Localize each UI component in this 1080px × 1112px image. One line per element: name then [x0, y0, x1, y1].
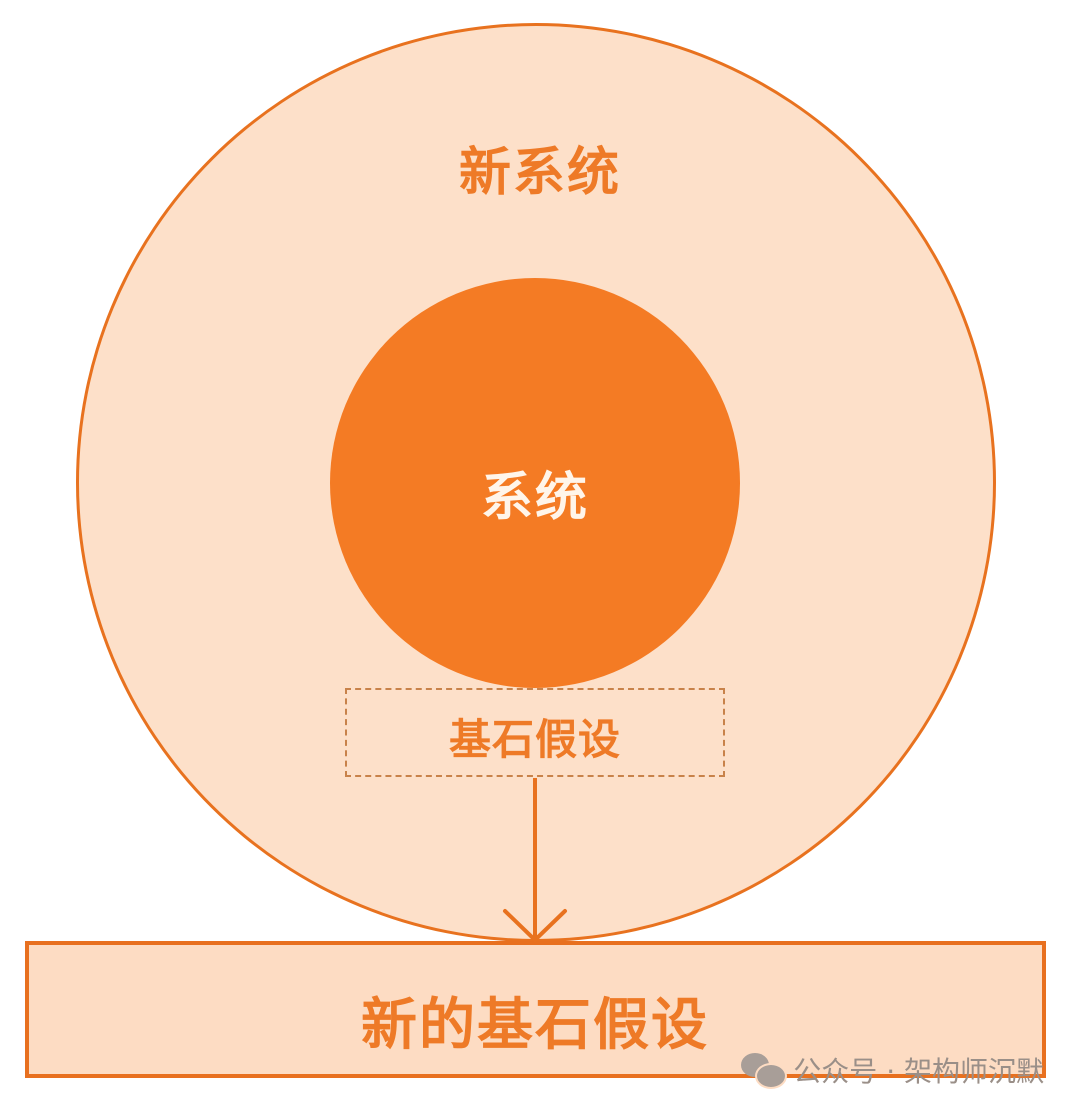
- foundation-assumption-label: 基石假设: [448, 715, 621, 764]
- wechat-icon: [741, 1053, 788, 1089]
- watermark-text: 公众号 · 架构师沉默: [793, 1055, 1044, 1088]
- new-system-label: 新系统: [458, 143, 621, 203]
- watermark: 公众号 · 架构师沉默: [741, 1050, 1044, 1090]
- new-foundation-assumption-box: [25, 941, 1046, 1078]
- system-label: 系统: [480, 468, 589, 528]
- new-foundation-assumption-label: 新的基石假设: [361, 993, 709, 1058]
- foundation-assumption-box: [345, 688, 725, 777]
- inner-circle-system: [330, 278, 740, 688]
